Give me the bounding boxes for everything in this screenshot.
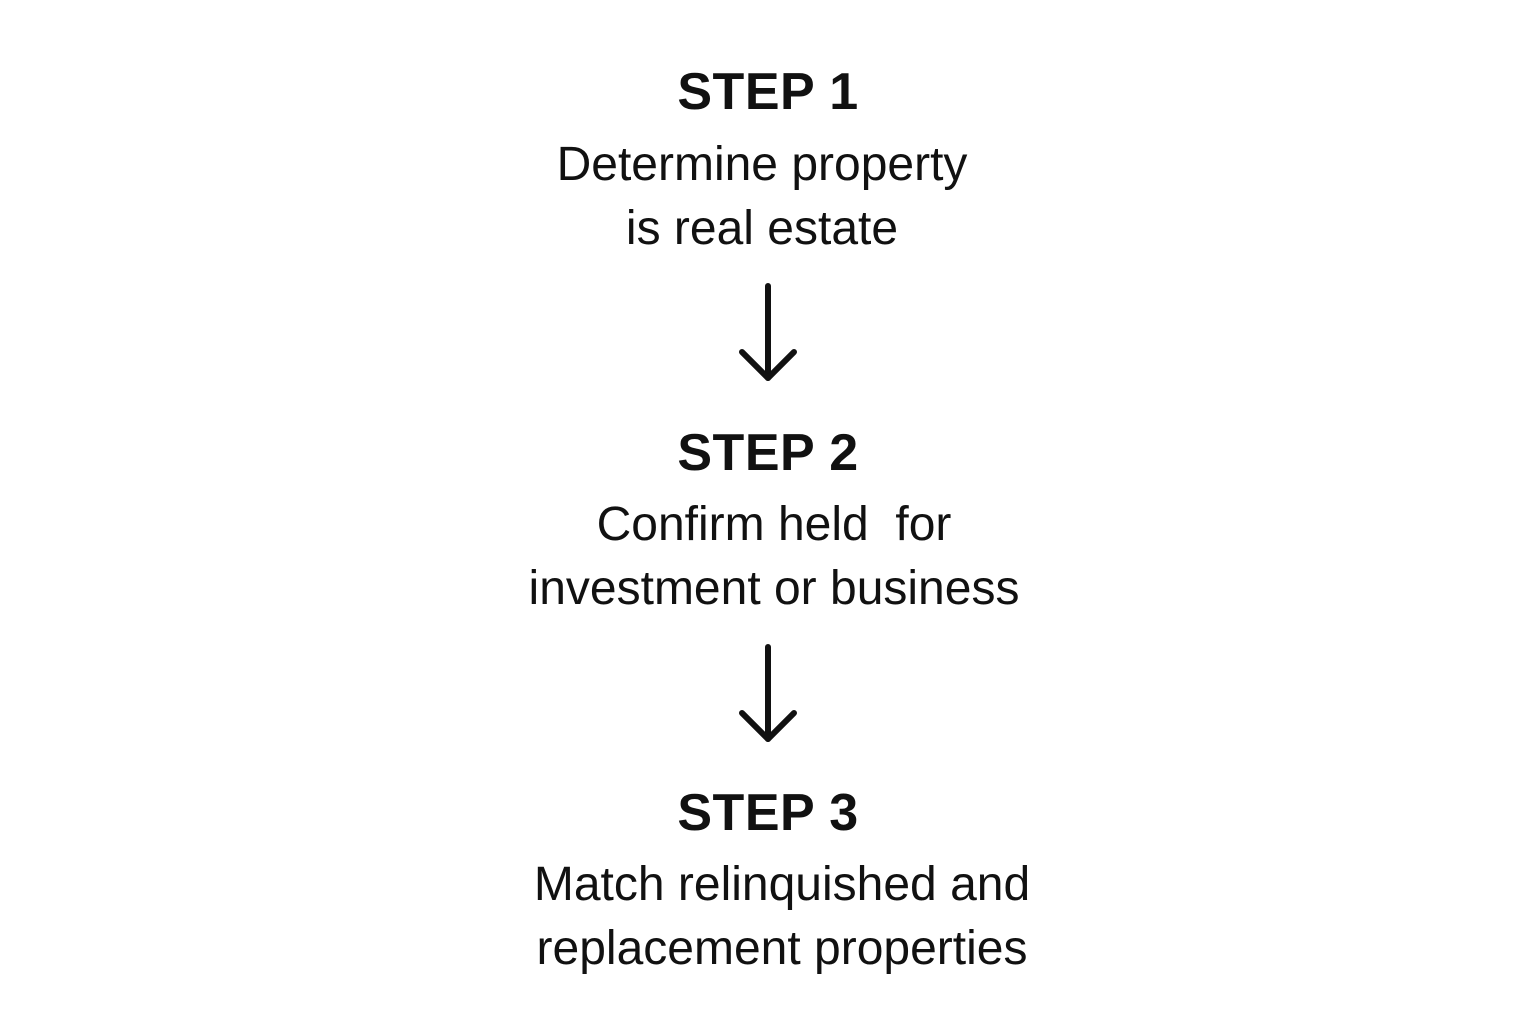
step-1-title: STEP 1 [677,63,859,121]
arrow-down-icon [728,282,808,392]
arrow-down-icon-graphic [739,644,797,742]
step-3-line-1: Match relinquished and [533,858,1031,911]
step-1-line-1: Determine property [556,138,968,191]
step-2-line-1: Confirm held for [596,498,952,551]
step-2-line-2: investment or business [528,562,1020,615]
step-3-line-2: replacement properties [536,922,1028,975]
step-3-title: STEP 3 [677,784,859,842]
step-2-title: STEP 2 [677,424,859,482]
arrow-down-icon [728,643,808,753]
step-2-description: Confirm held for investment or business [6,493,1536,621]
step-3-description: Match relinquished and replacement prope… [14,853,1536,981]
arrow-down-icon-graphic [739,283,797,381]
step-1-line-2: is real estate [625,202,899,255]
step-1-description: Determine property is real estate [0,133,1530,261]
